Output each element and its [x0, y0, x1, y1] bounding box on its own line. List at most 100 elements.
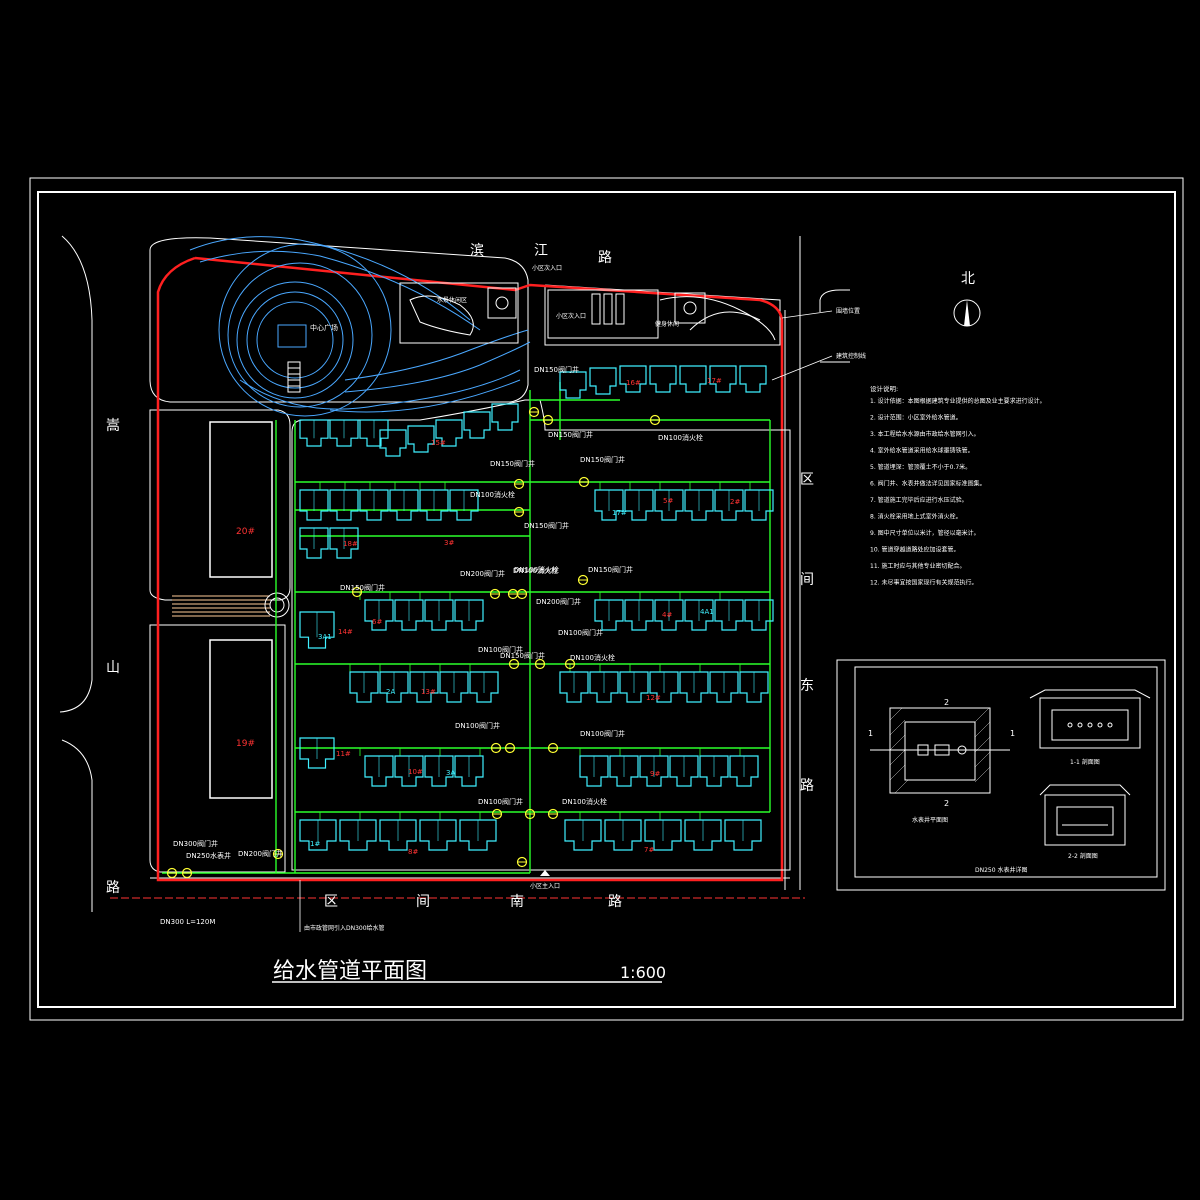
valve-well-icon [351, 586, 363, 598]
detail-section1-caption: 1-1 剖面图 [1070, 758, 1100, 766]
valve-well-icon [534, 658, 546, 670]
building-unit [379, 429, 407, 457]
pipe-label: DN150阀门井 [500, 651, 545, 660]
building-unit [339, 819, 377, 851]
notes-line: 3. 本工程给水水源由市政给水管网引入。 [870, 430, 980, 438]
valve-well-icon [491, 808, 503, 820]
building-unit [739, 671, 769, 703]
detail-section-1 [1029, 689, 1151, 749]
building-label: 13# [421, 688, 436, 696]
building-unit [349, 671, 379, 703]
road-west-1: 嵩 [106, 418, 120, 434]
building-unit [714, 599, 744, 631]
road-west-3: 路 [106, 880, 120, 896]
notes-line: 1. 设计依据：本图根据建筑专业提供的总图及业主要求进行设计。 [870, 397, 1046, 405]
valve-well-icon [181, 867, 193, 879]
building-unit [379, 819, 417, 851]
pipe-labels-layer: DN150阀门井 DN150阀门井 DN100消火栓 DN150阀门井 DN150阀门井… [160, 365, 703, 926]
building-unit [654, 599, 684, 631]
building-label: 11# [336, 750, 351, 758]
building-unit [709, 671, 739, 703]
sheet-outer-frame [29, 177, 1184, 1021]
building-unit [644, 819, 682, 851]
block-19 [209, 639, 273, 799]
valve-well-icon [547, 808, 559, 820]
buildings-layer [299, 365, 774, 851]
building-unit [594, 599, 624, 631]
building-unit [729, 755, 759, 787]
building-unit [654, 489, 684, 521]
building-unit [684, 489, 714, 521]
building-unit [619, 671, 649, 703]
notes-line: 5. 管道埋深：管顶覆土不小于0.7米。 [870, 463, 971, 471]
detail-marker-2a: 2 [944, 698, 949, 707]
building-unit [407, 425, 435, 453]
notes-line: 7. 管道施工完毕后应进行水压试验。 [870, 496, 968, 504]
notes-line: 8. 消火栓采用地上式室外消火栓。 [870, 513, 962, 521]
building-label: 12# [646, 694, 661, 702]
pipe-label: DN100阀门井 [478, 797, 523, 806]
west-lot-line-2 [149, 624, 286, 873]
callout-main-entry: 小区主入口 [530, 882, 560, 890]
building-unit [364, 755, 394, 787]
building-unit [424, 599, 454, 631]
north-arrow-label: 北 [961, 271, 975, 287]
building-unit [299, 419, 329, 447]
ne-road-corner [819, 289, 850, 312]
callout-control: 建筑控制线 [836, 352, 866, 360]
pipe-label: DN150阀门井 [490, 459, 535, 468]
building-unit [419, 489, 449, 521]
building-unit [463, 411, 491, 439]
plaza-stairs [287, 361, 301, 393]
building-unit [739, 365, 767, 393]
valve-well-icon [504, 742, 516, 754]
north-garden [399, 282, 776, 344]
callout-wall-leader [781, 310, 833, 319]
building-label: 9# [650, 770, 660, 778]
building-unit [589, 367, 617, 395]
valve-well-icon [166, 867, 178, 879]
plaza-label: 中心广场 [310, 323, 338, 332]
valve-well-icon [516, 588, 528, 600]
road-south-3: 南 [510, 894, 524, 910]
building-unit [589, 671, 619, 703]
pipe-label: DN100阀门井 [580, 729, 625, 738]
valve-well-icon [528, 406, 540, 418]
building-label: 17# [707, 377, 722, 385]
valve-well-icon [490, 742, 502, 754]
building-unit [449, 489, 479, 521]
west-lot-line [149, 409, 291, 601]
notes-line: 10. 管道穿越道路处应加设套管。 [870, 546, 959, 554]
building-label: 3A1 [318, 633, 332, 641]
entry-arrow [540, 870, 550, 876]
building-label: 4# [662, 611, 672, 619]
building-label: 1# [310, 840, 320, 848]
building-unit [744, 599, 774, 631]
road-north-1: 滨 [470, 243, 484, 259]
road-north-3: 路 [598, 250, 612, 266]
garden-label-3: 健身休闲 [655, 320, 679, 328]
detail-section2-caption: 2-2 剖面图 [1068, 852, 1098, 860]
service-stubs [319, 482, 751, 820]
building-unit [744, 489, 774, 521]
valve-well-icon [513, 506, 525, 518]
building-unit [684, 819, 722, 851]
pipe-label: DN100阀门井 [478, 645, 523, 654]
notes-line: 6. 阀门井、水表井做法详见国家标准图集。 [870, 480, 986, 488]
building-unit [299, 527, 329, 559]
pipe-label: DN150阀门井 [580, 455, 625, 464]
pipe-label: DN100消火栓 [470, 490, 515, 499]
valve-well-icon [578, 476, 590, 488]
building-unit [594, 489, 624, 521]
building-unit [424, 755, 454, 787]
pipe-label: DN100消火栓 [658, 433, 703, 442]
building-unit [609, 755, 639, 787]
notes-line: 9. 图中尺寸单位以米计，管径以毫米计。 [870, 529, 980, 537]
building-unit [394, 755, 424, 787]
building-unit [649, 671, 679, 703]
pipe-label: DN300阀门井 [173, 839, 218, 848]
building-unit [619, 365, 647, 393]
valve-well-icon [513, 478, 525, 490]
landscape-plaza [189, 236, 531, 417]
pipe-label: DN150阀门井 [534, 365, 579, 374]
